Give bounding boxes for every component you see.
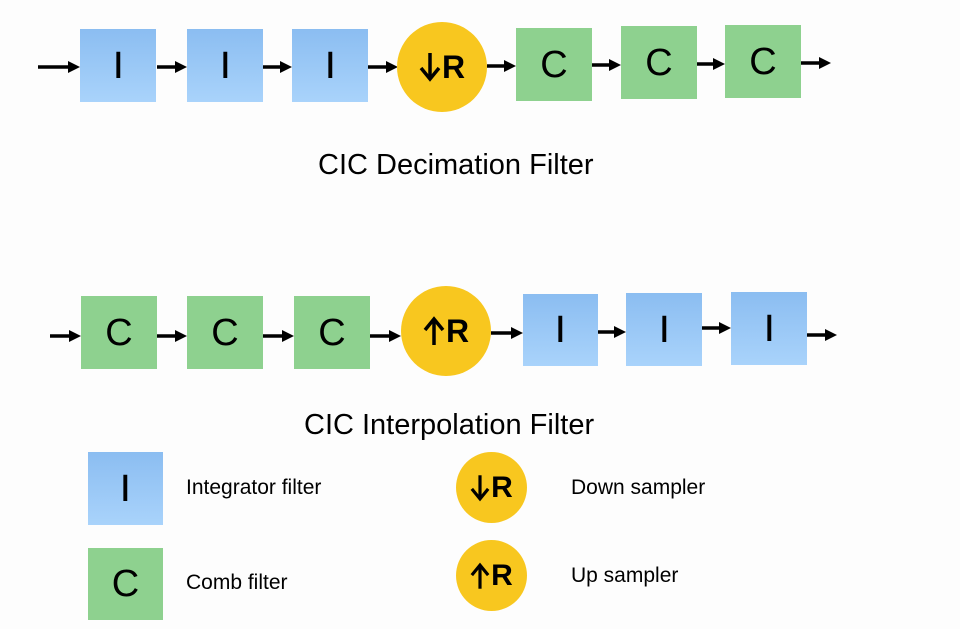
rate-label: R	[441, 49, 466, 85]
arrow-icon	[370, 330, 401, 342]
interpolation-filter-title: CIC Interpolation Filter	[304, 409, 595, 441]
comb-block: C	[294, 296, 370, 369]
up-arrow-icon	[423, 316, 445, 345]
integrator-block: I	[731, 292, 807, 365]
integrator-block: I	[626, 293, 702, 366]
comb-label: C	[111, 563, 140, 605]
input-arrow-icon	[38, 61, 80, 73]
legend-comb-symbol: C	[88, 548, 163, 620]
legend-comb-text: Comb filter	[186, 571, 288, 594]
arrow-icon	[592, 59, 621, 71]
legend-up-sampler-text: Up sampler	[571, 564, 679, 587]
arrow-icon	[487, 60, 516, 72]
rate-label: R	[491, 558, 513, 592]
arrow-icon	[702, 322, 731, 334]
down-sampler-block: R	[397, 22, 487, 112]
comb-block: C	[81, 296, 157, 369]
integrator-label: I	[763, 307, 775, 350]
integrator-label: I	[554, 309, 567, 351]
arrow-icon	[157, 330, 187, 342]
integrator-block: I	[187, 29, 263, 102]
comb-label: C	[749, 40, 777, 83]
arrow-icon	[491, 327, 523, 339]
integrator-label: I	[324, 44, 336, 87]
integrator-block: I	[80, 29, 156, 102]
arrow-icon	[598, 326, 626, 338]
comb-label: C	[645, 41, 673, 84]
arrow-icon	[263, 61, 292, 73]
comb-block: C	[621, 26, 697, 99]
comb-label: C	[105, 311, 133, 354]
comb-label: C	[318, 311, 346, 354]
legend-up-sampler-symbol: R	[456, 540, 527, 611]
integrator-block: I	[523, 294, 598, 366]
up-arrow-icon	[470, 562, 490, 589]
down-arrow-icon	[419, 53, 441, 82]
down-arrow-icon	[470, 474, 490, 501]
output-arrow-icon	[807, 329, 837, 341]
integrator-label: I	[112, 44, 124, 87]
comb-block: C	[187, 296, 263, 369]
arrow-icon	[368, 61, 398, 73]
comb-block: C	[516, 28, 592, 101]
decimation-filter-title: CIC Decimation Filter	[318, 149, 594, 181]
integrator-label: I	[658, 308, 670, 351]
arrow-icon	[263, 330, 294, 342]
integrator-label: I	[119, 467, 132, 510]
up-sampler-block: R	[401, 286, 491, 376]
integrator-label: I	[219, 44, 231, 87]
legend-down-sampler-symbol: R	[456, 452, 527, 523]
legend-integrator-text: Integrator filter	[186, 476, 322, 499]
input-arrow-icon	[50, 330, 81, 342]
comb-label: C	[540, 43, 568, 86]
legend-down-sampler-text: Down sampler	[571, 476, 706, 499]
rate-label: R	[445, 313, 470, 349]
integrator-block: I	[292, 29, 368, 102]
arrow-icon	[697, 58, 725, 70]
comb-label: C	[211, 311, 239, 354]
arrow-icon	[157, 61, 187, 73]
legend-integrator-symbol: I	[88, 452, 163, 525]
rate-label: R	[491, 470, 513, 504]
comb-block: C	[725, 25, 801, 98]
output-arrow-icon	[801, 57, 831, 69]
